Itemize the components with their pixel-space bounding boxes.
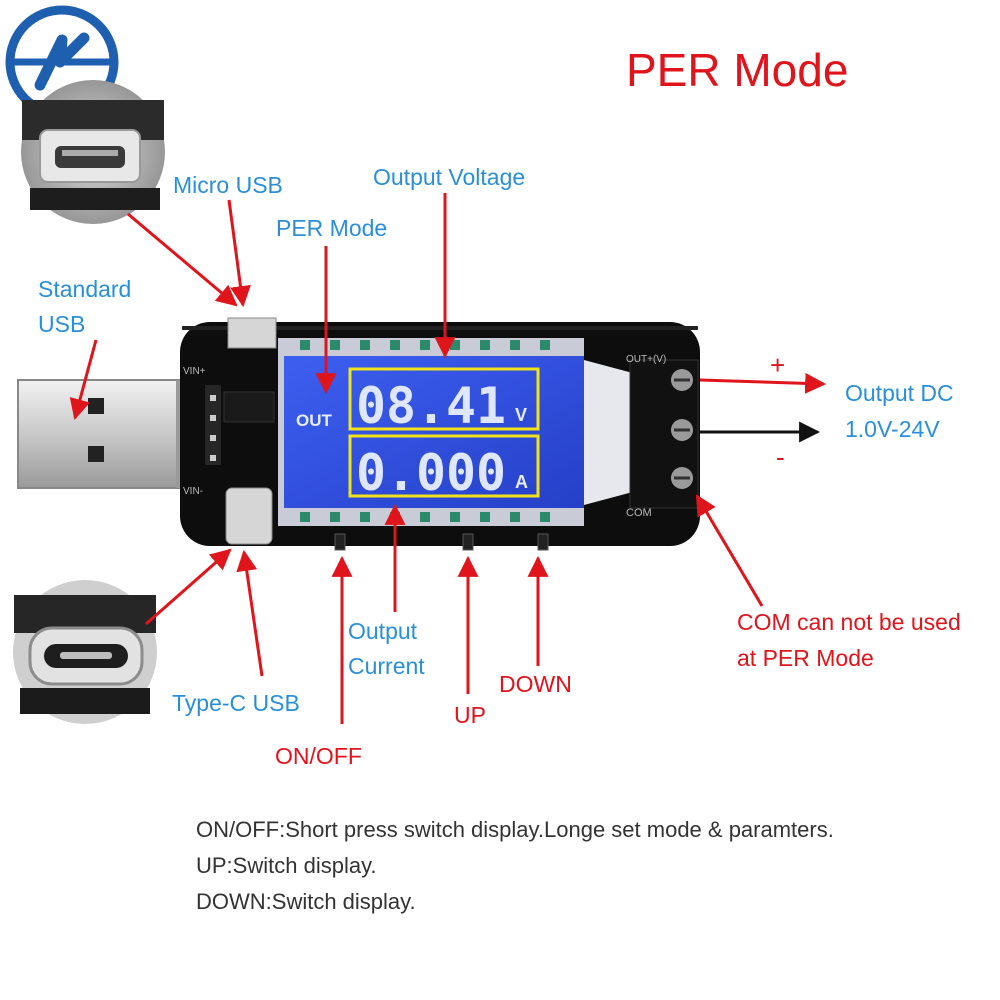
button-notes: ON/OFF:Short press switch display.Longe …	[196, 812, 834, 920]
label-output-current-line1: Output	[348, 618, 418, 644]
label-output-voltage: Output Voltage	[373, 164, 526, 190]
lcd-voltage-value: 08.41	[356, 377, 506, 435]
label-standard-usb-line1: Standard	[38, 276, 132, 302]
lcd-voltage-unit: V	[515, 405, 527, 425]
arrow-micro-usb-1	[127, 212, 238, 307]
label-com-warning-line2: at PER Mode	[737, 645, 874, 671]
voltage-highlight-box	[348, 367, 540, 431]
arrow-type-c-1	[145, 548, 232, 626]
silk-com: COM	[626, 507, 652, 519]
arrow-type-c-2	[236, 549, 264, 677]
label-on-off: ON/OFF	[275, 743, 362, 769]
arrow-standard-usb	[69, 339, 98, 421]
label-down: DOWN	[499, 671, 572, 697]
silk-vin-plus: VIN+	[183, 366, 206, 377]
silk-vin-minus: VIN-	[183, 486, 203, 497]
page-title: PER Mode	[626, 44, 849, 96]
lcd-mode-label: OUT	[296, 411, 333, 430]
label-standard-usb-line2: USB	[38, 311, 86, 337]
label-plus: +	[770, 350, 786, 380]
arrow-output-plus	[699, 372, 827, 394]
label-micro-usb: Micro USB	[173, 172, 283, 198]
micro-usb-photo	[21, 80, 165, 224]
label-output-dc-line1: Output DC	[845, 380, 954, 406]
current-highlight-box	[348, 434, 540, 498]
label-com-warning-line1: COM can not be used	[737, 609, 961, 635]
silk-out-plus: OUT+(V)	[626, 354, 666, 365]
label-up: UP	[454, 702, 486, 728]
label-output-dc-line2: 1.0V-24V	[845, 416, 940, 442]
note-up: UP:Switch display.	[196, 853, 377, 878]
note-down: DOWN:Switch display.	[196, 889, 416, 914]
lcd-current-value: 0.000	[356, 444, 506, 502]
label-type-c-usb: Type-C USB	[172, 690, 300, 716]
arrow-micro-usb-2	[227, 199, 251, 308]
lcd-current-unit: A	[515, 472, 528, 492]
arrow-com	[695, 494, 764, 607]
label-per-mode: PER Mode	[276, 215, 388, 241]
type-c-usb-photo	[13, 580, 157, 724]
label-output-current-line2: Current	[348, 653, 425, 679]
note-on-off: ON/OFF:Short press switch display.Longe …	[196, 817, 834, 842]
label-minus: -	[776, 442, 785, 472]
